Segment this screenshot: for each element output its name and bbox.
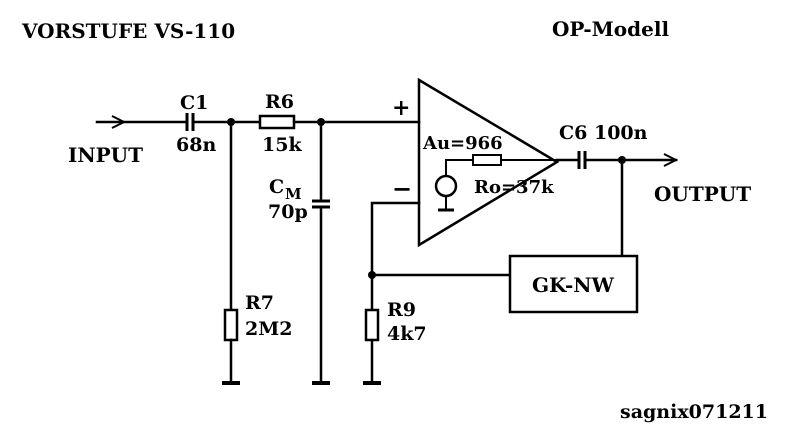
opamp-model-title: OP-Modell — [552, 17, 669, 41]
input-label: INPUT — [68, 143, 143, 167]
resistor-r6 — [258, 114, 296, 130]
schematic-title: VORSTUFE VS-110 — [21, 19, 235, 43]
opamp-minus-sign: − — [392, 174, 412, 203]
opamp-triangle — [417, 77, 560, 248]
output-label: OUTPUT — [654, 182, 751, 206]
cm-subscript: M — [285, 185, 302, 203]
cm-value: 70p — [268, 201, 308, 223]
opamp-ro-label: Ro=37k — [474, 177, 554, 198]
output-arrow — [663, 153, 679, 167]
wire-minus-input — [370, 201, 421, 277]
cm-name: C — [269, 176, 284, 198]
wire-source-ro — [445, 159, 473, 176]
r6-name: R6 — [265, 91, 294, 113]
opamp-plus-sign: + — [392, 95, 410, 121]
r6-value: 15k — [262, 134, 302, 156]
r7-value: 2M2 — [245, 318, 292, 340]
resistor-r9 — [364, 308, 380, 342]
resistor-ro — [472, 154, 502, 166]
r7-name: R7 — [245, 292, 274, 314]
input-arrow — [95, 115, 188, 129]
c1-value: 68n — [176, 134, 216, 156]
c6-label: C6 100n — [559, 122, 648, 144]
opamp-gain-label: Au=966 — [422, 133, 503, 154]
c1-name: C1 — [180, 92, 208, 114]
feedback-block-label: GK-NW — [532, 273, 615, 297]
feedback-network-block — [508, 254, 639, 314]
r9-name: R9 — [387, 299, 416, 321]
r9-value: 4k7 — [387, 323, 427, 345]
voltage-source-icon — [434, 174, 458, 198]
credit-label: sagnix071211 — [620, 401, 768, 423]
resistor-r7 — [223, 308, 239, 342]
capacitor-cm — [312, 199, 330, 209]
